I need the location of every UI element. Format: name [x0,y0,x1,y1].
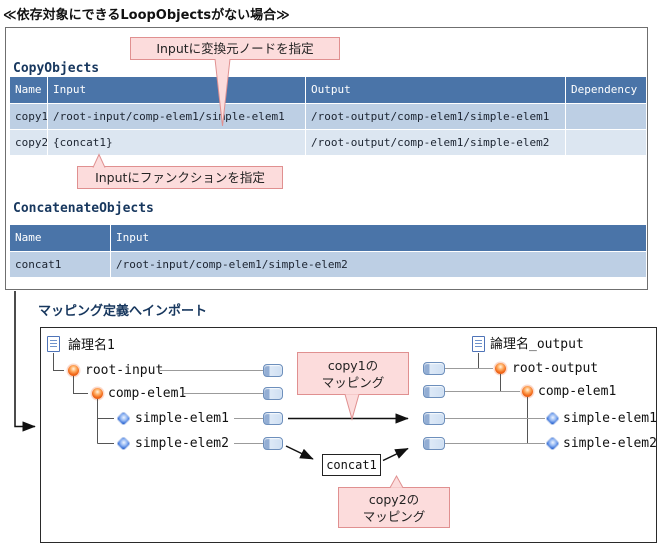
right-tree-node-label: comp-elem1 [538,384,617,399]
mapping-port [263,412,283,425]
document-icon [472,336,485,352]
table-row: copy1 /root-input/comp-elem1/simple-elem… [10,103,646,129]
callout-copy2-mapping: copy2の マッピング [338,487,450,528]
col-header-input: Input [47,77,305,103]
callout-input-source-node: Inputに変換元ノードを指定 [130,37,340,60]
table-row: copy2 {concat1} /root-output/comp-elem1/… [10,129,646,155]
callout-copy1-mapping: copy1の マッピング [297,352,409,395]
document-icon [47,336,60,352]
element-node-icon [92,388,103,399]
callout-copy1-line1: copy1の [327,357,379,373]
col-header-input: Input [110,225,646,251]
left-tree-node-label: comp-elem1 [108,386,187,401]
cell-input: /root-input/comp-elem1/simple-elem2 [110,252,646,277]
function-box-concat1: concat1 [322,454,381,476]
mapping-port [263,387,283,400]
mapping-import-label: マッピング定義へインポート [38,304,208,319]
page-title: ≪依存対象にできるLoopObjectsがない場合≫ [3,8,290,23]
element-node-icon [68,365,79,376]
left-tree-node-label: simple-elem2 [135,436,229,451]
cell-dependency [565,130,646,155]
table-row: concat1 /root-input/comp-elem1/simple-el… [10,251,646,277]
callout-input-function-text: Inputにファンクションを指定 [95,170,265,185]
mapping-port [263,364,283,377]
concatenateobjects-table: Name Input concat1 /root-input/comp-elem… [10,225,646,277]
panel-connector-arrow [14,291,36,432]
cell-name: copy2 [15,136,47,149]
right-tree-node-label: root-output [512,361,599,376]
copyobjects-caption: CopyObjects [13,61,100,76]
col-header-output: Output [305,77,565,103]
cell-name: concat1 [15,258,62,271]
element-node-icon [522,386,533,397]
callout-copy1-line2: マッピング [321,374,385,390]
col-header-name: Name [15,231,42,244]
callout-copy2-line2: マッピング [362,508,426,524]
cell-output: /root-output/comp-elem1/simple-elem1 [305,104,565,129]
callout-copy2-line1: copy2の [368,491,420,507]
callout-input-source-node-text: Inputに変換元ノードを指定 [156,41,314,56]
left-tree-node-label: simple-elem1 [135,411,229,426]
mapping-port [423,385,445,398]
callout-input-function: Inputにファンクションを指定 [77,166,283,189]
element-node-icon [495,363,506,374]
right-tree-node-label: simple-elem2 [563,436,657,451]
mapping-port [263,437,283,450]
function-box-label: concat1 [326,458,377,472]
left-tree-root-label: 論理名1 [68,338,115,353]
col-header-name: Name [15,83,42,96]
concatenateobjects-caption: ConcatenateObjects [13,201,154,216]
mapping-port [423,437,445,450]
col-header-dependency: Dependency [565,77,646,103]
concatenateobjects-header-row: Name Input [10,225,646,251]
left-tree-node-label: root-input [85,363,164,378]
cell-dependency [565,104,646,129]
copyobjects-table: Name Input Output Dependency copy1 /root… [10,77,646,155]
mapping-port [423,362,445,375]
right-tree-node-label: simple-elem1 [563,411,657,426]
mapping-port [423,412,445,425]
copyobjects-header-row: Name Input Output Dependency [10,77,646,103]
cell-name: copy1 [15,110,47,123]
cell-input: {concat1} [47,130,305,155]
cell-output: /root-output/comp-elem1/simple-elem2 [305,130,565,155]
cell-input: /root-input/comp-elem1/simple-elem1 [47,104,305,129]
right-tree-root-label: 論理名_output [490,337,584,352]
